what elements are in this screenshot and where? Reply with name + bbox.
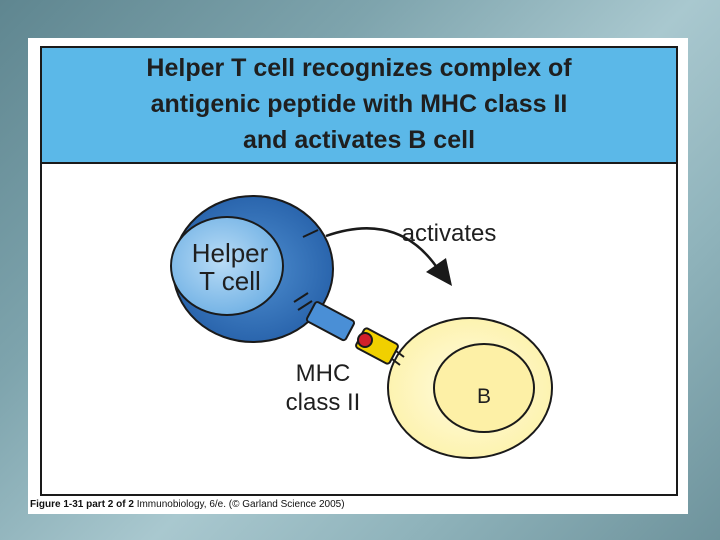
t-cell-receptor xyxy=(306,301,355,341)
activates-arrowhead xyxy=(426,258,452,286)
cell-interaction-diagram: Helper T cell B activates MHC class II xyxy=(40,162,678,496)
antigenic-peptide xyxy=(358,333,372,347)
mhc-label-line1: MHC xyxy=(296,360,351,387)
title-band: Helper T cell recognizes complex of anti… xyxy=(42,48,676,164)
mhc-label-line2: class II xyxy=(286,389,361,416)
figure-caption: Figure 1-31 part 2 of 2 Immunobiology, 6… xyxy=(30,499,345,510)
figure-title: Helper T cell recognizes complex of anti… xyxy=(146,50,571,158)
b-cell-label: B xyxy=(477,385,491,408)
arrow-label: activates xyxy=(402,220,497,247)
caption-source: Immunobiology, 6/e. (© Garland Science 2… xyxy=(134,499,345,510)
helper-label-line1: Helper xyxy=(192,238,269,268)
helper-label-line2: T cell xyxy=(199,266,261,296)
caption-figure-number: Figure 1-31 part 2 of 2 xyxy=(30,499,134,510)
